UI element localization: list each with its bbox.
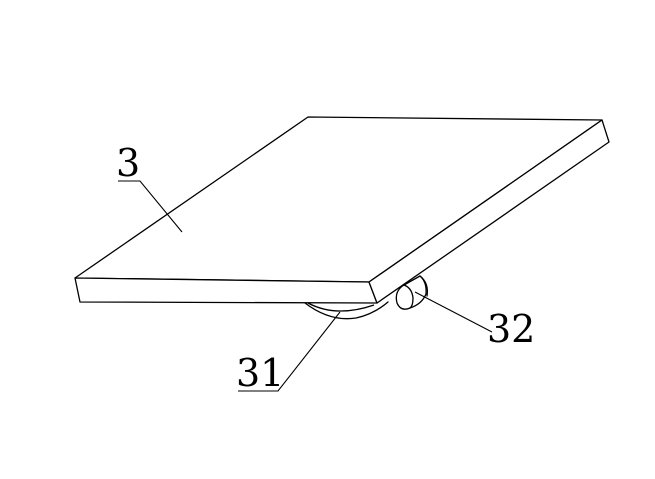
component-31	[304, 301, 389, 320]
label-31: 31	[236, 351, 284, 395]
plate-side-face	[368, 119, 610, 304]
leader-32	[414, 291, 493, 333]
leader-31	[238, 311, 341, 392]
component-32	[395, 275, 428, 310]
leader-3	[118, 180, 183, 233]
plate-front-face	[74, 277, 378, 304]
plate-3	[74, 116, 610, 304]
leader-lines	[118, 180, 493, 392]
label-32: 32	[487, 307, 535, 351]
label-3: 3	[116, 141, 140, 185]
